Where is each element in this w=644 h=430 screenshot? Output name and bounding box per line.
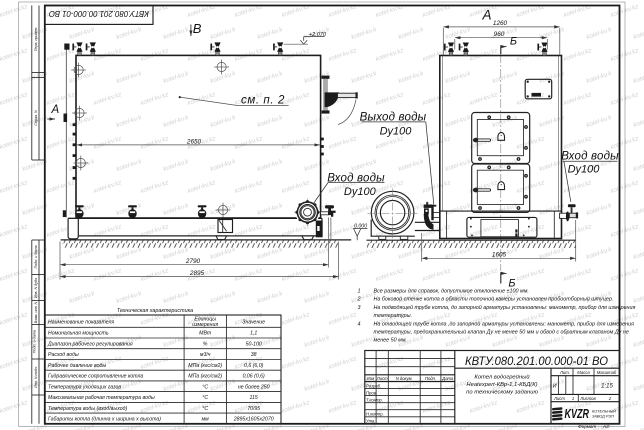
svg-text:2895: 2895 [189,270,205,277]
svg-text:МПа (кгс/см2): МПа (кгс/см2) [188,363,222,369]
svg-text:Котел водогрейный: Котел водогрейный [474,373,530,380]
svg-text:N докум.: N докум. [396,376,413,381]
svg-text:А: А [51,104,60,116]
svg-text:2895х1605х2070: 2895х1605х2070 [233,417,274,423]
svg-text:1: 1 [358,289,361,295]
svg-text:1: 1 [572,396,574,401]
svg-text:Разраб.: Разраб. [366,383,381,388]
svg-text:Техническая характеристика: Техническая характеристика [117,308,193,314]
svg-text:1260: 1260 [493,20,508,27]
svg-text:Листов: Листов [579,396,596,401]
svg-text:Лист: Лист [553,396,565,401]
svg-text:Изм: Изм [367,376,375,381]
svg-text:Вход воды: Вход воды [561,151,619,163]
svg-text:м3/ч: м3/ч [200,352,211,358]
svg-text:2: 2 [357,297,361,303]
svg-text:1,1: 1,1 [250,331,257,337]
svg-text:Б: Б [510,36,517,48]
svg-text:см. п. 2: см. п. 2 [241,94,285,106]
svg-text:Б: Б [508,277,515,289]
svg-text:Диапазон рабочего регулировани: Диапазон рабочего регулирования [47,341,133,347]
svg-text:Масштаб: Масштаб [597,370,617,375]
svg-text:Подп. и дата: Подп. и дата [34,245,38,268]
svg-text:Выход воды: Выход воды [360,112,427,124]
svg-text:KVZR: KVZR [565,407,590,421]
svg-text:Дата: Дата [441,376,454,381]
svg-text:Лит.: Лит. [559,370,570,375]
svg-text:0.000: 0.000 [354,224,367,230]
svg-text:В: В [193,21,202,36]
svg-text:1:15: 1:15 [601,384,613,390]
svg-text:115: 115 [250,395,258,401]
svg-text:2790: 2790 [185,258,201,265]
svg-text:Значение: Значение [242,320,265,326]
svg-text:2: 2 [608,396,612,401]
svg-text:мм: мм [202,417,210,423]
svg-text:На боковой стенке котла в обла: На боковой стенке котла в области топочн… [374,296,614,303]
svg-text:4: 4 [358,322,361,328]
svg-text:Dy100: Dy100 [380,125,413,137]
svg-text:38: 38 [251,352,257,358]
svg-text:На отводящей трубе котла ,до з: На отводящей трубе котла ,до запорной ар… [374,321,635,328]
svg-text:Температура воды (вход/выход): Температура воды (вход/выход) [48,406,127,412]
svg-text:Наименование показателя: Наименование показателя [48,320,114,326]
svg-text:50-100: 50-100 [246,341,262,347]
svg-text:температуры.: температуры. [374,313,413,319]
svg-text:температуры, предохранительны: температуры, предохранительный клапан Ду… [374,329,629,336]
svg-text:измерения: измерения [192,322,218,328]
svg-text:КВТУ.080.201.00.000-01 ВО: КВТУ.080.201.00.000-01 ВО [465,354,608,368]
svg-text:960: 960 [494,31,505,38]
svg-text:А: А [481,8,491,23]
svg-text:Справ. N: Справ. N [34,110,38,126]
svg-text:Температура уходящих газов: Температура уходящих газов [48,384,121,390]
svg-text:Подп. и дата: Подп. и дата [32,330,36,353]
svg-text:Формат: Формат [578,424,596,429]
svg-text:Максимальная рабочая температу: Максимальная рабочая температура воды [48,395,155,401]
svg-text:не более 250: не более 250 [238,384,270,390]
svg-text:ЗАВОД РЭП: ЗАВОД РЭП [592,414,614,418]
svg-text:3: 3 [358,305,361,311]
svg-text:На подводящей трубе котла, до: На подводящей трубе котла, до запорной а… [374,304,636,311]
svg-text:1605: 1605 [492,252,507,259]
svg-text:Габариты котла (длинна х ширин: Габариты котла (длинна х ширина х высота… [48,417,161,423]
svg-text:2650: 2650 [186,138,202,145]
svg-text:А3: А3 [602,424,609,429]
svg-text:70/95: 70/95 [247,406,260,412]
svg-text:°С: °С [202,406,208,412]
svg-text:Все размеры для справок, допус: Все размеры для справок, допустимое откл… [374,289,529,295]
svg-text:МПа (кгс/см2): МПа (кгс/см2) [188,374,222,380]
svg-text:КВТУ.080.201.00.000-01 ВО: КВТУ.080.201.00.000-01 ВО [49,9,149,18]
svg-text:Dy100: Dy100 [568,163,601,175]
svg-text:КОТЕЛЬНЫЙ: КОТЕЛЬНЫЙ [592,409,616,413]
svg-text:Heatexpert-КВр-1,1-КБД(К): Heatexpert-КВр-1,1-КБД(К) [466,382,537,388]
svg-text:Масса: Масса [577,370,590,375]
svg-text:Лист: Лист [376,376,388,381]
svg-text:Вход воды: Вход воды [327,172,385,184]
svg-text:менее 50 мм.: менее 50 мм. [374,338,408,344]
svg-text:+2.070: +2.070 [309,32,327,38]
svg-text:МВт: МВт [199,331,212,337]
svg-text:°С: °С [202,384,208,390]
svg-text:Расход воды: Расход воды [48,352,79,358]
svg-text:°С: °С [202,395,208,401]
svg-text:Н.контр.: Н.контр. [366,412,384,417]
svg-text:по техническому заданию: по техническому заданию [466,389,538,395]
svg-text:Dy100: Dy100 [344,186,377,198]
svg-text:И: И [553,384,557,390]
svg-text:Номинальная мощность: Номинальная мощность [48,331,109,337]
svg-text:Т.контр.: Т.контр. [366,397,383,402]
svg-text:0,6 (6,0): 0,6 (6,0) [244,363,264,369]
svg-text:Перв. примен.: Перв. примен. [34,27,38,52]
svg-text:Инв. N дубл.: Инв. N дубл. [34,277,38,298]
svg-text:Рабочее давление воды: Рабочее давление воды [48,363,106,369]
svg-text:Взам. инв. N: Взам. инв. N [34,301,38,323]
svg-text:%: % [203,341,208,347]
svg-text:Единицы: Единицы [194,316,216,322]
svg-text:Утв.: Утв. [366,419,376,424]
svg-text:Подп.: Подп. [425,376,436,381]
svg-text:Пров.: Пров. [366,390,377,395]
svg-text:Гидравлическое сопротивление к: Гидравлическое сопротивление котла [48,374,143,380]
svg-text:Инв. N подл.: Инв. N подл. [34,366,38,388]
svg-text:0,06 (0,6): 0,06 (0,6) [243,374,265,380]
